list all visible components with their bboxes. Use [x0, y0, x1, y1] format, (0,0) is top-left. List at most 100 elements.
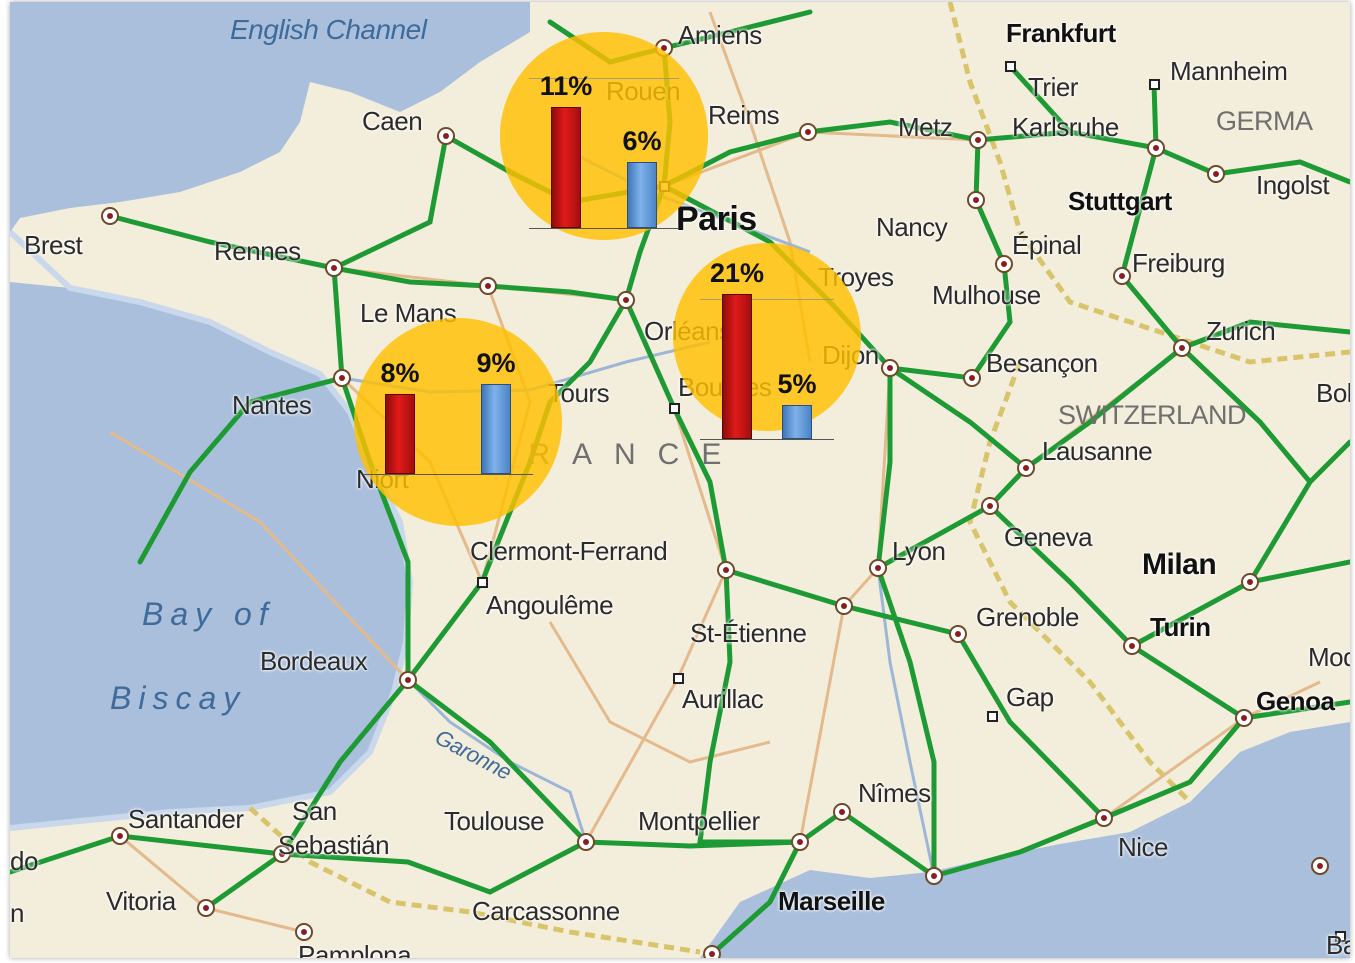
- data-label-blue: 5%: [777, 368, 817, 399]
- city-marker-icon: [949, 625, 967, 643]
- city-label-karlsruhe: Karlsruhe: [1012, 112, 1119, 142]
- city-marker-icon: [881, 359, 899, 377]
- city-marker-icon: [1095, 809, 1113, 827]
- city-marker-icon: [479, 277, 497, 295]
- city-label-montpellier: Montpellier: [638, 806, 760, 836]
- city-marker-icon: [437, 127, 455, 145]
- city-label-turin: Turin: [1150, 612, 1211, 642]
- city-label-gap: Gap: [1006, 682, 1054, 712]
- bubble-circle: [500, 32, 708, 240]
- town-marker-icon: [477, 577, 488, 588]
- bar-axis-line: [363, 474, 533, 475]
- bar-axis-line: [700, 439, 834, 440]
- city-marker-icon: [703, 945, 721, 958]
- city-marker-icon: [799, 123, 817, 141]
- city-marker-icon: [1235, 709, 1253, 727]
- city-label-lausanne: Lausanne: [1042, 436, 1153, 466]
- city-label-vitoria: Vitoria: [106, 886, 176, 916]
- water-label-bay-of: Bay of: [142, 596, 275, 632]
- town-marker-icon: [1005, 61, 1016, 72]
- city-marker-icon: [963, 369, 981, 387]
- city-label-frankfurt: Frankfurt: [1006, 18, 1116, 48]
- data-label-red: 11%: [539, 71, 593, 101]
- city-label-edge-do: do: [10, 846, 38, 876]
- city-label-mod: Mod: [1308, 642, 1350, 672]
- bar-red: [722, 294, 752, 439]
- city-label-bordeaux: Bordeaux: [260, 646, 368, 676]
- city-marker-icon: [835, 597, 853, 615]
- city-label-nimes: Nîmes: [858, 778, 931, 808]
- data-label-red: 8%: [380, 358, 420, 388]
- city-label-epinal: Épinal: [1012, 230, 1082, 260]
- city-label-mannheim: Mannheim: [1170, 56, 1288, 86]
- city-marker-icon: [197, 899, 215, 917]
- bar-grid-line: [529, 78, 679, 79]
- country-label-switzerland: SWITZERLAND: [1058, 400, 1247, 430]
- city-label-trier: Trier: [1028, 72, 1078, 102]
- city-label-stuttgart: Stuttgart: [1068, 186, 1172, 216]
- city-label-ingolst: Ingolst: [1256, 170, 1330, 200]
- city-marker-icon: [111, 827, 129, 845]
- city-marker-icon: [981, 497, 999, 515]
- city-label-aurillac: Aurillac: [682, 684, 764, 714]
- city-label-ba: Ba: [1326, 930, 1350, 958]
- city-label-zurich: Zurich: [1206, 316, 1276, 346]
- city-marker-icon: [101, 207, 119, 225]
- city-label-mulhouse: Mulhouse: [932, 280, 1041, 310]
- city-label-reims: Reims: [708, 100, 780, 130]
- bar-blue: [627, 162, 657, 228]
- city-label-besancon: Besançon: [986, 348, 1098, 378]
- city-marker-icon: [1123, 637, 1141, 655]
- city-label-lyon: Lyon: [892, 536, 946, 566]
- city-label-santander: Santander: [128, 804, 244, 834]
- city-marker-icon: [577, 833, 595, 851]
- city-marker-icon: [967, 191, 985, 209]
- city-label-bol: Bol: [1316, 378, 1350, 408]
- bar-red: [551, 107, 581, 228]
- data-label-blue: 9%: [476, 348, 516, 378]
- city-marker-icon: [273, 845, 291, 863]
- city-label-freiburg: Freiburg: [1132, 248, 1225, 278]
- city-marker-icon: [1241, 573, 1259, 591]
- city-label-carcassonne: Carcassonne: [472, 896, 620, 926]
- water-label-biscay: Biscay: [110, 680, 247, 716]
- city-marker-icon: [925, 867, 943, 885]
- country-label-germany: GERMA: [1216, 106, 1313, 136]
- city-label-grenoble: Grenoble: [976, 602, 1079, 632]
- bar-grid-line: [700, 299, 834, 300]
- city-label-sebastian: Sebastián: [278, 830, 390, 860]
- town-marker-icon: [669, 403, 680, 414]
- city-label-san: San: [292, 796, 337, 826]
- town-marker-icon: [1149, 79, 1160, 90]
- city-label-caen: Caen: [362, 106, 423, 136]
- city-marker-icon: [1147, 139, 1165, 157]
- city-label-rennes: Rennes: [214, 236, 301, 266]
- town-marker-icon: [987, 711, 998, 722]
- data-label-blue: 6%: [622, 126, 662, 156]
- city-label-nantes: Nantes: [232, 390, 312, 420]
- water-label-english-channel: English Channel: [230, 14, 427, 45]
- city-label-brest: Brest: [24, 230, 83, 260]
- town-marker-icon: [1335, 931, 1346, 942]
- city-label-toulouse: Toulouse: [444, 806, 545, 836]
- city-label-amiens: Amiens: [678, 20, 762, 50]
- city-label-geneva: Geneva: [1004, 522, 1093, 552]
- city-marker-icon: [325, 259, 343, 277]
- city-label-marseille: Marseille: [778, 886, 885, 916]
- city-marker-icon: [1113, 267, 1131, 285]
- city-label-metz: Metz: [898, 112, 953, 142]
- city-label-angouleme: Angoulême: [486, 590, 614, 620]
- town-marker-icon: [673, 673, 684, 684]
- city-label-milan: Milan: [1142, 548, 1217, 581]
- bubble-circle: [673, 243, 861, 431]
- city-marker-icon: [1173, 339, 1191, 357]
- city-label-genoa: Genoa: [1256, 686, 1335, 716]
- data-label-red: 21%: [709, 258, 765, 289]
- city-marker-icon: [995, 255, 1013, 273]
- city-marker-icon: [1207, 165, 1225, 183]
- city-label-st-etienne: St-Étienne: [690, 618, 807, 648]
- city-marker-icon: [333, 369, 351, 387]
- bar-red: [385, 394, 415, 474]
- city-label-nancy: Nancy: [876, 212, 948, 242]
